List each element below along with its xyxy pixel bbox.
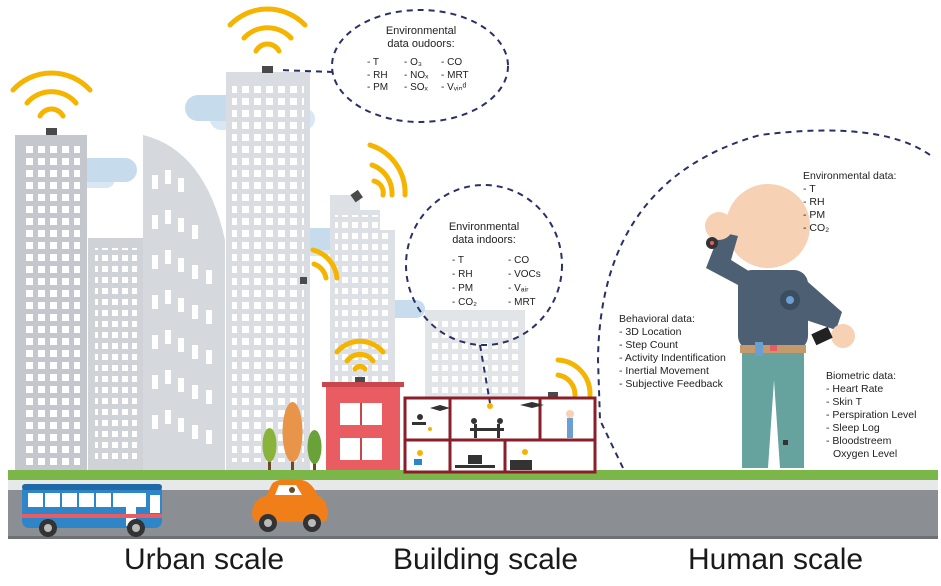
human-scale-caption: Human scale [688, 543, 864, 576]
indoor-item: - PM [452, 283, 474, 294]
biometric-panel: Biometric data: - Heart Rate - Skin T - … [826, 370, 916, 461]
indoor-item: - MRT [508, 297, 536, 308]
outdoor-item: - PM [367, 82, 389, 93]
outdoor-title-line-1: Environmental [385, 25, 457, 37]
outdoor-item: - NOₓ [404, 69, 429, 81]
behavioral-title: Behavioral data: [619, 313, 695, 325]
human-env-title: Environmental data: [803, 170, 897, 182]
car [252, 479, 328, 532]
biometric-title: Biometric data: [826, 370, 897, 382]
indoor-item: - Vₐᵢᵣ [508, 283, 529, 294]
human-figure [705, 184, 855, 468]
outdoor-col-3: - CO - MRT - Vᵥᵢₙᵈ [441, 57, 469, 95]
building-scale-caption: Building scale [393, 543, 579, 576]
grass-strip [8, 470, 938, 480]
behavioral-item: - Subjective Feedback [619, 378, 723, 390]
outdoor-col-1: - T - RH - PM [367, 57, 388, 95]
outdoor-item: - T [367, 57, 380, 68]
human-env-item: - CO₂ [803, 222, 830, 234]
biometric-item: - Skin T [826, 396, 862, 408]
city-buildings [15, 72, 525, 470]
callout-lines [277, 9, 931, 469]
behavioral-item: - 3D Location [619, 326, 682, 338]
outdoor-title: Environmental data oudoors: [365, 25, 477, 51]
outdoor-item: - MRT [441, 69, 469, 81]
indoor-item: - T [452, 255, 465, 266]
indoor-title: Environmental data indoors: [428, 221, 540, 247]
red-house [322, 382, 404, 470]
outdoor-item: - RH [367, 69, 388, 81]
cutaway-house [403, 396, 597, 474]
road [8, 490, 938, 538]
human-env-item: - PM [803, 209, 826, 221]
outdoor-item: - SOₓ [404, 82, 428, 93]
biometric-item: - Sleep Log [826, 422, 880, 434]
behavioral-item: - Inertial Movement [619, 365, 709, 377]
human-env-panel: Environmental data: - T - RH - PM - CO₂ [803, 170, 896, 235]
behavioral-item: - Activity Indentification [619, 352, 726, 364]
indoor-item: - CO [508, 255, 530, 266]
bus [22, 484, 162, 537]
human-env-item: - T [803, 183, 816, 195]
outdoor-title-line-2: data oudoors: [387, 38, 455, 50]
indoor-item: - CO₂ [452, 297, 477, 308]
behavioral-panel: Behavioral data: - 3D Location - Step Co… [619, 313, 726, 391]
biometric-item: - Perspiration Level [826, 409, 917, 421]
indoor-col-1: - T - RH - PM - CO₂ [452, 254, 477, 310]
behavioral-item: - Step Count [619, 339, 678, 351]
biometric-item: - Bloodstreem [826, 435, 892, 447]
outdoor-item: - O₃ [404, 57, 422, 68]
urban-scale-caption: Urban scale [124, 543, 285, 576]
biometric-item: Oxygen Level [833, 448, 898, 460]
outdoor-col-2: - O₃ - NOₓ - SOₓ [404, 57, 428, 95]
outdoor-item: - CO [441, 57, 463, 68]
outdoor-item: - Vᵥᵢₙᵈ [441, 82, 467, 93]
biometric-item: - Heart Rate [826, 383, 884, 395]
indoor-title-line-2: data indoors: [452, 234, 516, 246]
trees [262, 402, 322, 470]
indoor-item: - RH [452, 269, 473, 280]
human-env-item: - RH [803, 196, 825, 208]
indoor-col-2: - CO - VOCs - Vₐᵢᵣ - MRT [508, 254, 541, 310]
indoor-item: - VOCs [508, 269, 541, 280]
indoor-title-line-1: Environmental [448, 221, 520, 233]
sidewalk [8, 480, 938, 490]
sensors [46, 66, 558, 398]
